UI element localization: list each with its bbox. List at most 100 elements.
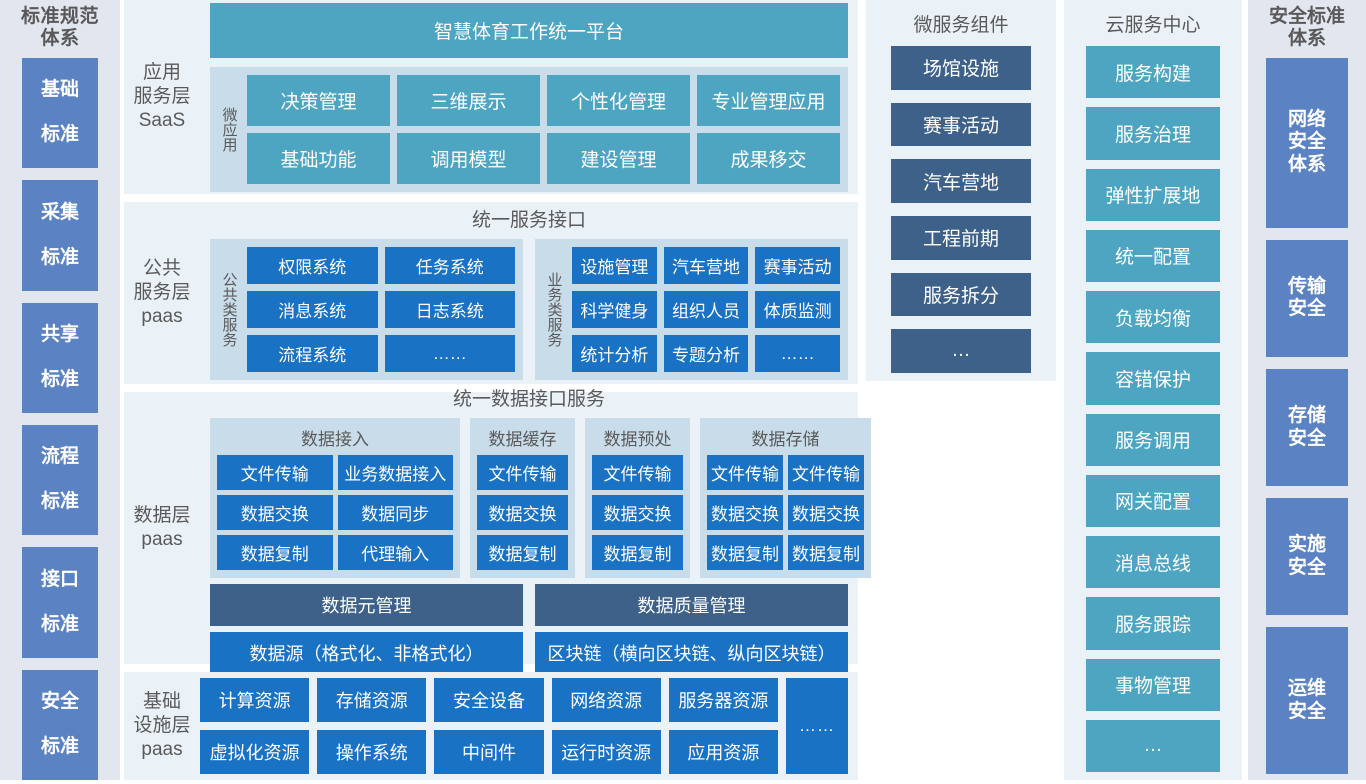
service-chip-more[interactable]: …… [755, 335, 840, 372]
service-groups-row: 公共类服务 权限系统 任务系统 消息系统 日志系统 流程系统 …… 业务类服务 [210, 239, 848, 380]
cloud-chip[interactable]: 消息总线 [1086, 536, 1220, 589]
security-item-网络安全体系[interactable]: 网络安全体系 [1266, 57, 1348, 228]
bar-数据源[interactable]: 数据源（格式化、非格式化） [210, 632, 523, 674]
infrastructure-wrap: 计算资源 存储资源 安全设备 网络资源 服务器资源 虚拟化资源 操作系统 中间件… [200, 678, 848, 774]
standards-item-采集标准[interactable]: 采集标准 [22, 180, 98, 291]
service-chip[interactable]: 体质监测 [755, 291, 840, 328]
app-chip[interactable]: 建设管理 [547, 132, 690, 184]
cloud-chip[interactable]: 服务治理 [1086, 107, 1220, 160]
standards-item-流程标准[interactable]: 流程标准 [22, 424, 98, 536]
standards-item-接口标准[interactable]: 接口标准 [22, 547, 98, 658]
data-chip[interactable]: 数据复制 [592, 535, 683, 570]
cloud-chip[interactable]: 事物管理 [1086, 658, 1220, 711]
cloud-chip[interactable]: 容错保护 [1086, 352, 1220, 405]
data-group-数据接入: 数据接入 文件传输 业务数据接入 数据交换 数据同步 数据复制 代理输入 [210, 418, 460, 578]
service-chip-more[interactable]: …… [384, 335, 515, 372]
service-chip[interactable]: 流程系统 [247, 335, 378, 372]
data-chip[interactable]: 数据复制 [707, 535, 783, 570]
data-chip[interactable]: 代理输入 [337, 535, 453, 570]
cloud-chip[interactable]: 负载均衡 [1086, 291, 1220, 344]
security-standards-column: 安全标准 体系 网络安全体系 传输安全 存储安全 实施安全 运维安全 [1248, 0, 1366, 780]
cloud-chip[interactable]: 统一配置 [1086, 229, 1220, 282]
standards-item-基础标准[interactable]: 基础标准 [22, 57, 98, 169]
infra-chip[interactable]: 网络资源 [551, 678, 661, 722]
service-chip[interactable]: 组织人员 [663, 291, 749, 328]
infra-chip[interactable]: 虚拟化资源 [200, 730, 310, 774]
microservice-chip[interactable]: 场馆设施 [891, 46, 1031, 90]
data-chip[interactable]: 业务数据接入 [337, 455, 453, 490]
data-group-title: 数据缓存 [488, 430, 557, 449]
infra-chip[interactable]: 应用资源 [668, 730, 778, 774]
service-chip[interactable]: 消息系统 [247, 291, 378, 328]
app-chip[interactable]: 专业管理应用 [697, 74, 840, 126]
security-item-存储安全[interactable]: 存储安全 [1266, 369, 1348, 487]
infra-chip[interactable]: 计算资源 [200, 678, 310, 722]
infra-chip[interactable]: 中间件 [434, 730, 544, 774]
security-item-实施安全[interactable]: 实施安全 [1266, 498, 1348, 616]
cloud-chip[interactable]: 服务调用 [1086, 413, 1220, 466]
service-chip[interactable]: 专题分析 [663, 335, 749, 372]
data-chip[interactable]: 文件传输 [707, 455, 783, 490]
cloud-chip[interactable]: 网关配置 [1086, 474, 1220, 527]
app-chip[interactable]: 决策管理 [247, 74, 390, 126]
microservice-chip[interactable]: 工程前期 [891, 216, 1031, 260]
infra-chip[interactable]: 操作系统 [317, 730, 427, 774]
data-chip[interactable]: 数据复制 [788, 535, 864, 570]
data-chip[interactable]: 数据交换 [788, 495, 864, 530]
bar-数据质量管理[interactable]: 数据质量管理 [535, 584, 848, 626]
service-chip[interactable]: 统计分析 [572, 335, 657, 372]
infra-chip[interactable]: 运行时资源 [551, 730, 661, 774]
data-chip[interactable]: 文件传输 [592, 455, 683, 490]
data-chip[interactable]: 数据交换 [217, 495, 333, 530]
infrastructure-grid: 计算资源 存储资源 安全设备 网络资源 服务器资源 虚拟化资源 操作系统 中间件… [200, 678, 778, 774]
data-chip[interactable]: 数据复制 [217, 535, 333, 570]
service-chip[interactable]: 汽车营地 [663, 247, 749, 284]
service-chip[interactable]: 权限系统 [247, 247, 378, 284]
microservice-chip[interactable]: 赛事活动 [891, 102, 1031, 147]
microapp-vertical-label: 微应用 [220, 106, 238, 152]
cloud-chip[interactable]: 服务跟踪 [1086, 597, 1220, 650]
data-chip[interactable]: 数据交换 [477, 495, 568, 530]
data-chip[interactable]: 数据复制 [477, 535, 568, 570]
security-item-传输安全[interactable]: 传输安全 [1266, 239, 1348, 358]
unified-data-interface-title: 统一数据接口服务 [452, 389, 605, 410]
public-service-grid: 权限系统 任务系统 消息系统 日志系统 流程系统 …… [247, 247, 515, 372]
app-chip[interactable]: 调用模型 [397, 132, 540, 184]
microservice-chip-more[interactable]: … [891, 329, 1031, 374]
data-chip[interactable]: 数据同步 [337, 495, 453, 530]
data-chip[interactable]: 数据交换 [707, 495, 783, 530]
app-chip[interactable]: 基础功能 [247, 132, 390, 184]
data-chip[interactable]: 文件传输 [477, 455, 568, 490]
infra-chip[interactable]: 服务器资源 [668, 678, 778, 722]
data-chip[interactable]: 数据交换 [592, 495, 683, 530]
data-bar-row-management: 数据元管理 数据质量管理 [210, 584, 848, 626]
app-chip[interactable]: 成果移交 [697, 132, 840, 184]
infra-chip-more[interactable]: …… [786, 678, 848, 774]
service-chip[interactable]: 日志系统 [384, 291, 515, 328]
label-line: 共享 [40, 324, 79, 346]
cloud-chip[interactable]: 服务构建 [1086, 46, 1220, 99]
service-chip[interactable]: 赛事活动 [755, 247, 840, 284]
standards-item-安全标准[interactable]: 安全标准 [22, 669, 98, 780]
infra-chip[interactable]: 安全设备 [434, 678, 544, 722]
data-chip[interactable]: 文件传输 [788, 455, 864, 490]
service-chip[interactable]: 设施管理 [572, 247, 657, 284]
label-line: 标准 [40, 613, 79, 635]
app-chip[interactable]: 个性化管理 [547, 74, 690, 126]
application-layer-body: 智慧体育工作统一平台 微应用 决策管理 三维展示 个性化管理 专业管理应用 基础… [200, 0, 858, 202]
standards-item-共享标准[interactable]: 共享标准 [22, 302, 98, 413]
app-chip[interactable]: 三维展示 [397, 74, 540, 126]
data-chip[interactable]: 文件传输 [217, 455, 333, 490]
cloud-chip-more[interactable]: … [1086, 719, 1220, 772]
bar-数据元管理[interactable]: 数据元管理 [210, 584, 523, 626]
cloud-chip[interactable]: 弹性扩展地 [1086, 168, 1220, 221]
bar-区块链[interactable]: 区块链（横向区块链、纵向区块链） [535, 632, 848, 674]
service-chip[interactable]: 科学健身 [572, 291, 657, 328]
security-item-运维安全[interactable]: 运维安全 [1266, 627, 1348, 774]
infra-chip[interactable]: 存储资源 [317, 678, 427, 722]
microservice-chip[interactable]: 服务拆分 [891, 272, 1031, 317]
business-service-vertical-label: 业务类服务 [545, 272, 563, 347]
security-list: 网络安全体系 传输安全 存储安全 实施安全 运维安全 [1248, 57, 1366, 774]
microservice-chip[interactable]: 汽车营地 [891, 159, 1031, 204]
service-chip[interactable]: 任务系统 [384, 247, 515, 284]
